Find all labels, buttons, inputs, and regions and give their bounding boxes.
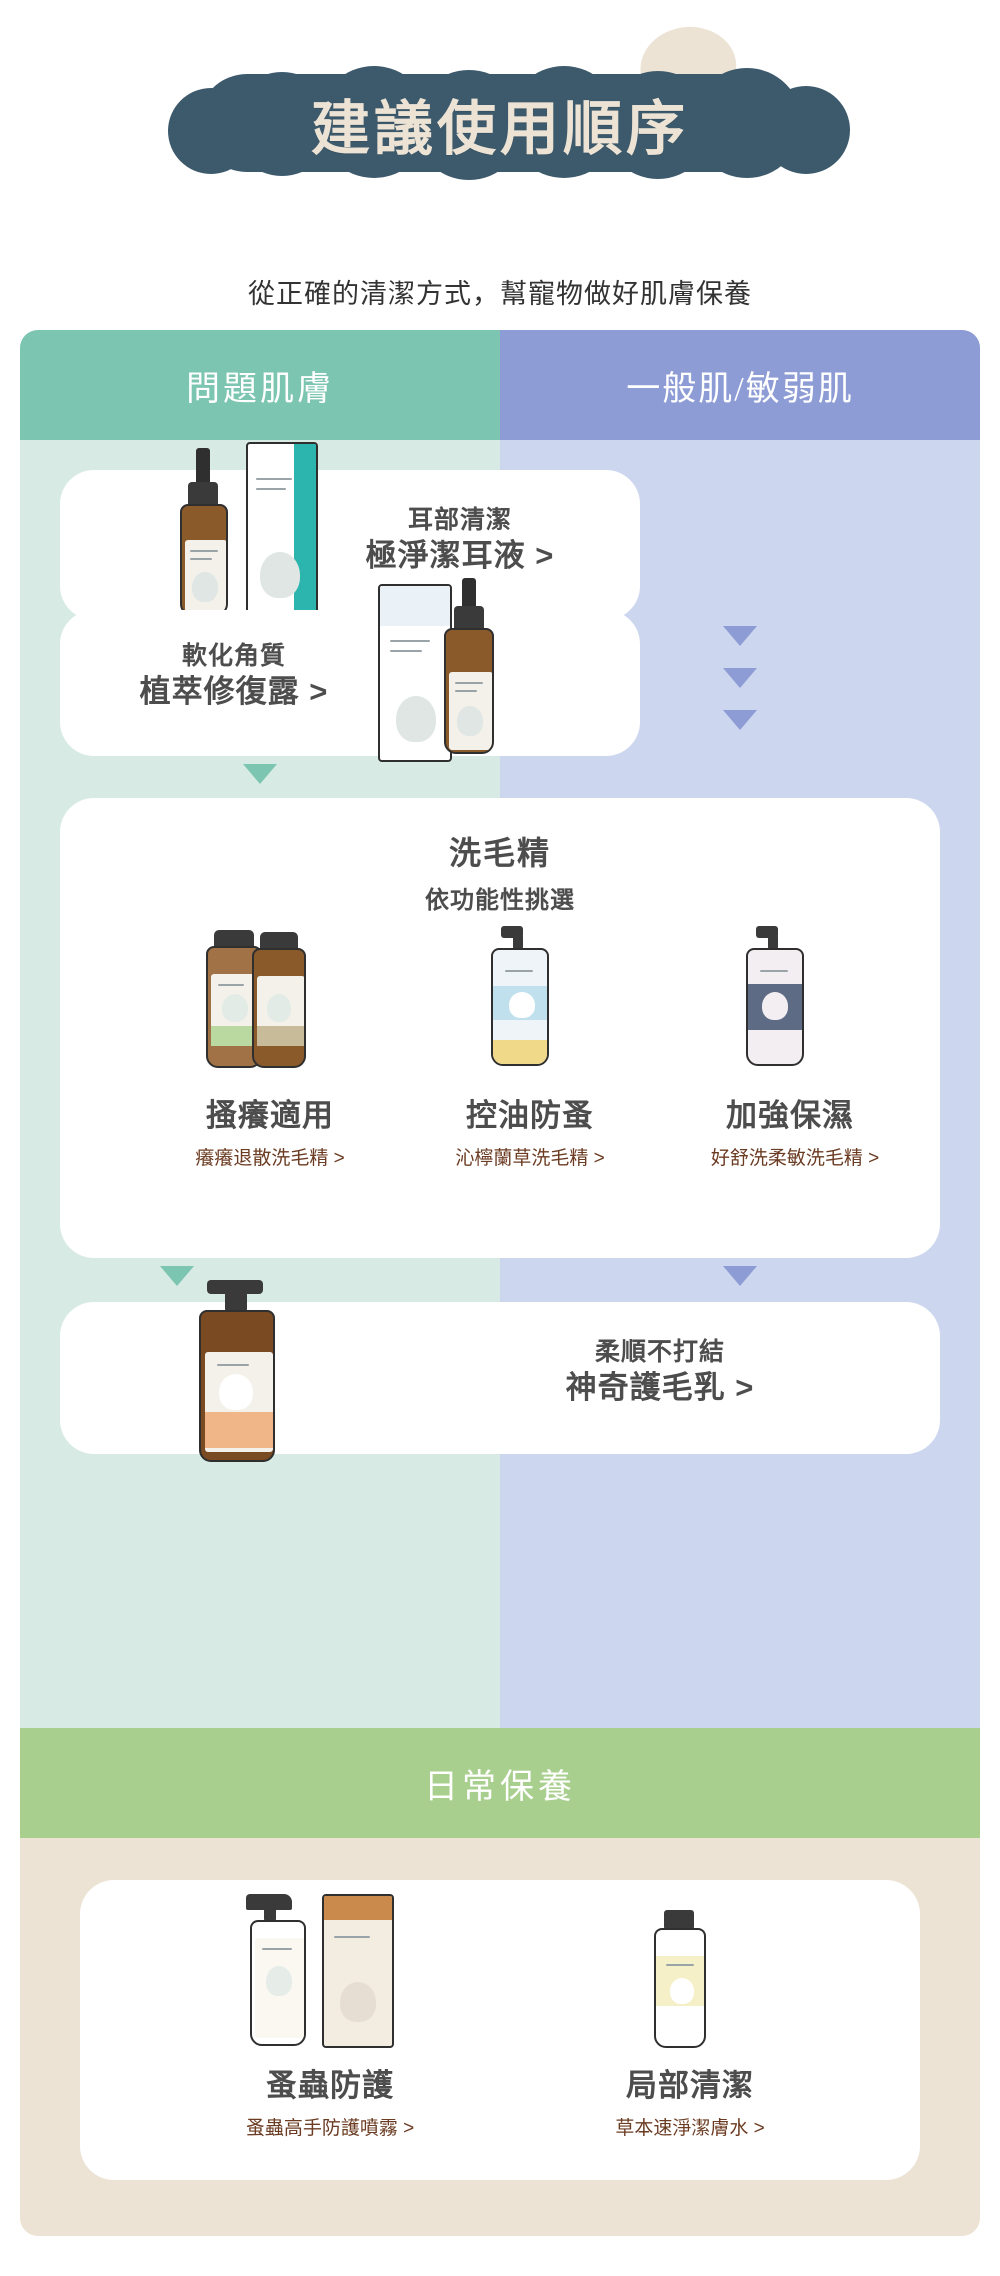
card-conditioner[interactable]: 柔順不打結 神奇護毛乳 > — [60, 1280, 940, 1462]
ear-clean-text: 耳部清潔 極淨潔耳液 > — [300, 504, 620, 576]
shampoo-option-0-label: 搔癢適用 — [206, 1098, 334, 1133]
arrow-down-right-4 — [723, 1266, 757, 1286]
page-title: 建議使用順序 — [310, 95, 689, 162]
ear-clean-function: 耳部清潔 — [407, 506, 512, 534]
title-banner: 建議使用順序 — [168, 66, 850, 180]
repair-serum-image — [378, 578, 578, 788]
gentle-moisture-shampoo-image — [720, 926, 850, 1080]
shampoo-function-label: 洗毛精 — [448, 835, 551, 871]
herbal-quick-clean-water-image — [620, 1910, 760, 2056]
flea-defense-spray-image — [230, 1894, 430, 2054]
card-ear-clean[interactable]: 耳部清潔 極淨潔耳液 > — [60, 442, 640, 620]
hair-conditioner-image — [185, 1280, 345, 1480]
column-header-normal-skin: 一般肌/敏弱肌 — [500, 330, 980, 440]
arrow-down-right-3 — [723, 710, 757, 730]
daily-care-band: 日常保養 — [20, 1728, 980, 1838]
arrow-down-left-3 — [160, 1266, 194, 1286]
shampoo-heading: 洗毛精 依功能性挑選 — [60, 828, 940, 915]
conditioner-product[interactable]: 神奇護毛乳 > — [565, 1370, 755, 1405]
card-daily-care: 蚤蟲防護 蚤蟲高手防護噴霧 > 局部清潔 草本速淨潔膚水 > — [80, 1880, 920, 2180]
page-subtitle: 從正確的清潔方式，幫寵物做好肌膚保養 — [248, 279, 752, 309]
ear-cleanser-image — [160, 442, 360, 642]
arrow-down-right-1 — [723, 626, 757, 646]
arrow-down-left-2 — [243, 764, 277, 784]
shampoo-option-2-product[interactable]: 好舒洗柔敏洗毛精 > — [710, 1148, 880, 1169]
soften-keratin-product[interactable]: 植萃修復露 > — [139, 674, 329, 709]
flow-chart: 問題肌膚 一般肌/敏弱肌 — [20, 330, 980, 2236]
soften-keratin-function: 軟化角質 — [181, 642, 286, 670]
shampoo-option-0-product[interactable]: 癢癢退散洗毛精 > — [195, 1148, 345, 1169]
itch-relief-shampoo-image — [190, 930, 360, 1080]
shampoo-option-1-label: 控油防蚤 — [466, 1098, 594, 1133]
arrow-down-right-2 — [723, 668, 757, 688]
column-header-problem-skin: 問題肌膚 — [20, 330, 500, 440]
lemon-grass-shampoo-image — [465, 926, 595, 1080]
conditioner-function: 柔順不打結 — [594, 1338, 725, 1366]
header: 建議使用順序 從正確的清潔方式，幫寵物做好肌膚保養 — [0, 0, 1000, 330]
soften-keratin-text: 軟化角質 植萃修復露 > — [84, 640, 384, 712]
daily-care-item-1-label: 局部清潔 — [626, 2068, 754, 2103]
shampoo-option-2-label: 加強保濕 — [726, 1098, 854, 1133]
card-shampoo: 洗毛精 依功能性挑選 搔癢適用 — [60, 798, 940, 1258]
daily-care-item-0-label: 蚤蟲防護 — [266, 2068, 394, 2103]
daily-care-item-0-product[interactable]: 蚤蟲高手防護噴霧 > — [245, 2118, 415, 2139]
conditioner-text: 柔順不打結 神奇護毛乳 > — [460, 1336, 860, 1408]
daily-care-item-1-product[interactable]: 草本速淨潔膚水 > — [615, 2118, 765, 2139]
shampoo-function-sublabel: 依功能性挑選 — [425, 887, 575, 914]
card-soften-keratin[interactable]: 軟化角質 植萃修復露 > — [60, 578, 640, 762]
ear-clean-product[interactable]: 極淨潔耳液 > — [365, 538, 555, 573]
shampoo-option-1-product[interactable]: 沁檸蘭草洗毛精 > — [455, 1148, 605, 1169]
